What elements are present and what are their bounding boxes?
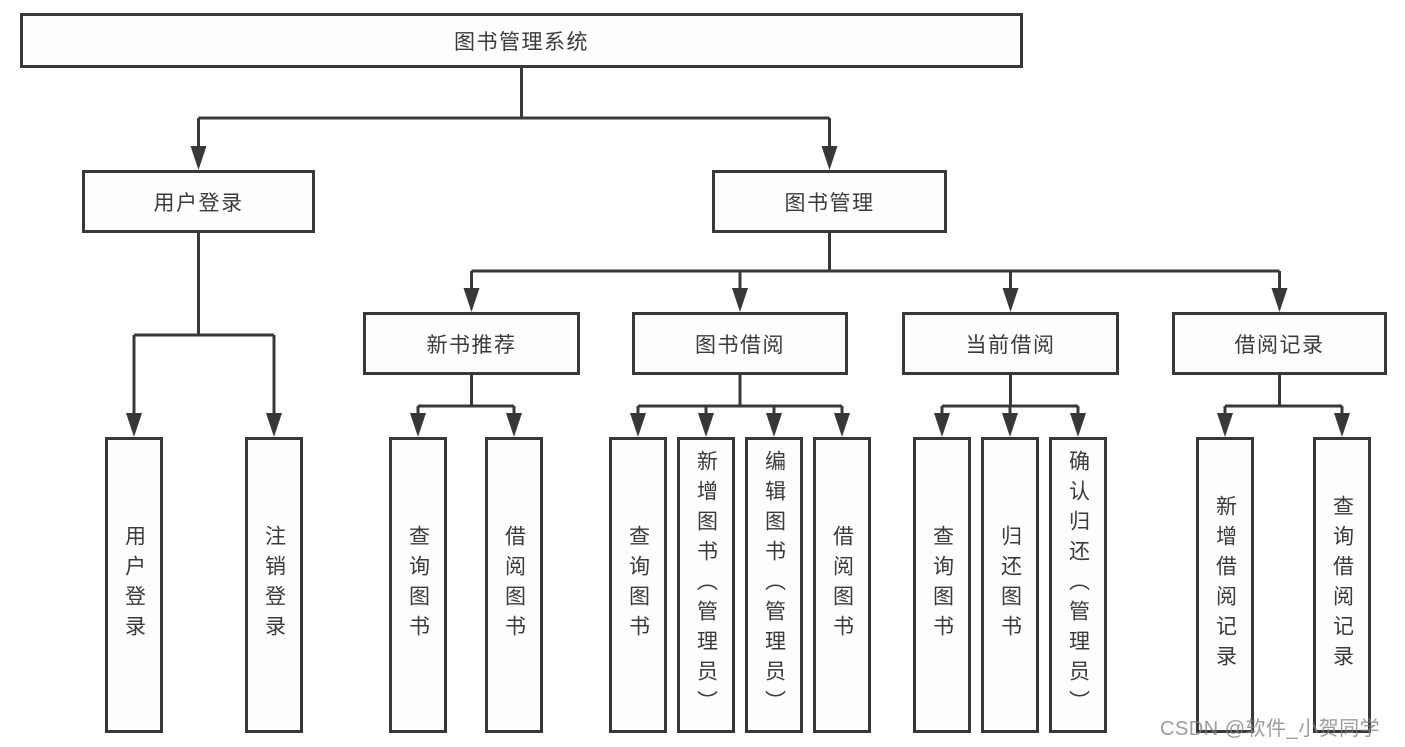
- leaf-add-books-admin: 新增图书（管理员）: [677, 437, 735, 733]
- leaf-query-books-current: 查询图书: [913, 437, 971, 733]
- leaf-query-borrow-record: 查询借阅记录: [1313, 437, 1371, 733]
- node-label: 借阅图书: [502, 525, 526, 645]
- node-new-book-recommend: 新书推荐: [363, 312, 580, 375]
- node-label: 注销登录: [262, 525, 286, 645]
- leaf-query-books-recommend: 查询图书: [389, 437, 447, 733]
- node-label: 当前借阅: [965, 333, 1056, 357]
- node-label: 查询借阅记录: [1330, 495, 1354, 675]
- node-book-borrow: 图书借阅: [632, 312, 848, 375]
- node-label: 新增借阅记录: [1213, 495, 1237, 675]
- leaf-borrow-books-recommend: 借阅图书: [485, 437, 543, 733]
- node-label: 编辑图书（管理员）: [762, 450, 786, 720]
- node-label: 新增图书（管理员）: [694, 450, 718, 720]
- node-label: 查询图书: [626, 525, 650, 645]
- node-root-system: 图书管理系统: [20, 13, 1023, 68]
- leaf-logout: 注销登录: [245, 437, 303, 733]
- node-borrow-records: 借阅记录: [1172, 312, 1387, 375]
- node-label: 归还图书: [998, 525, 1022, 645]
- node-label: 查询图书: [930, 525, 954, 645]
- node-book-management: 图书管理: [712, 170, 947, 233]
- leaf-return-books: 归还图书: [981, 437, 1039, 733]
- leaf-add-borrow-record: 新增借阅记录: [1196, 437, 1254, 733]
- node-label: 用户登录: [122, 525, 146, 645]
- node-label: 确认归还（管理员）: [1066, 450, 1090, 720]
- leaf-edit-books-admin: 编辑图书（管理员）: [745, 437, 803, 733]
- leaf-confirm-return-admin: 确认归还（管理员）: [1049, 437, 1107, 733]
- csdn-watermark: CSDN @软件_小贺同学: [1160, 718, 1381, 740]
- leaf-query-books-borrow: 查询图书: [609, 437, 667, 733]
- node-label: 借阅记录: [1234, 333, 1325, 357]
- node-label: 用户登录: [153, 191, 244, 215]
- leaf-user-login: 用户登录: [105, 437, 163, 733]
- node-current-borrow: 当前借阅: [902, 312, 1119, 375]
- node-label: 图书管理系统: [454, 30, 589, 54]
- node-label: 借阅图书: [830, 525, 854, 645]
- node-label: 查询图书: [406, 525, 430, 645]
- node-label: 图书借阅: [695, 333, 785, 357]
- node-label: 新书推荐: [426, 333, 517, 357]
- leaf-borrow-books: 借阅图书: [813, 437, 871, 733]
- node-user-login: 用户登录: [82, 170, 315, 233]
- node-label: 图书管理: [784, 191, 875, 215]
